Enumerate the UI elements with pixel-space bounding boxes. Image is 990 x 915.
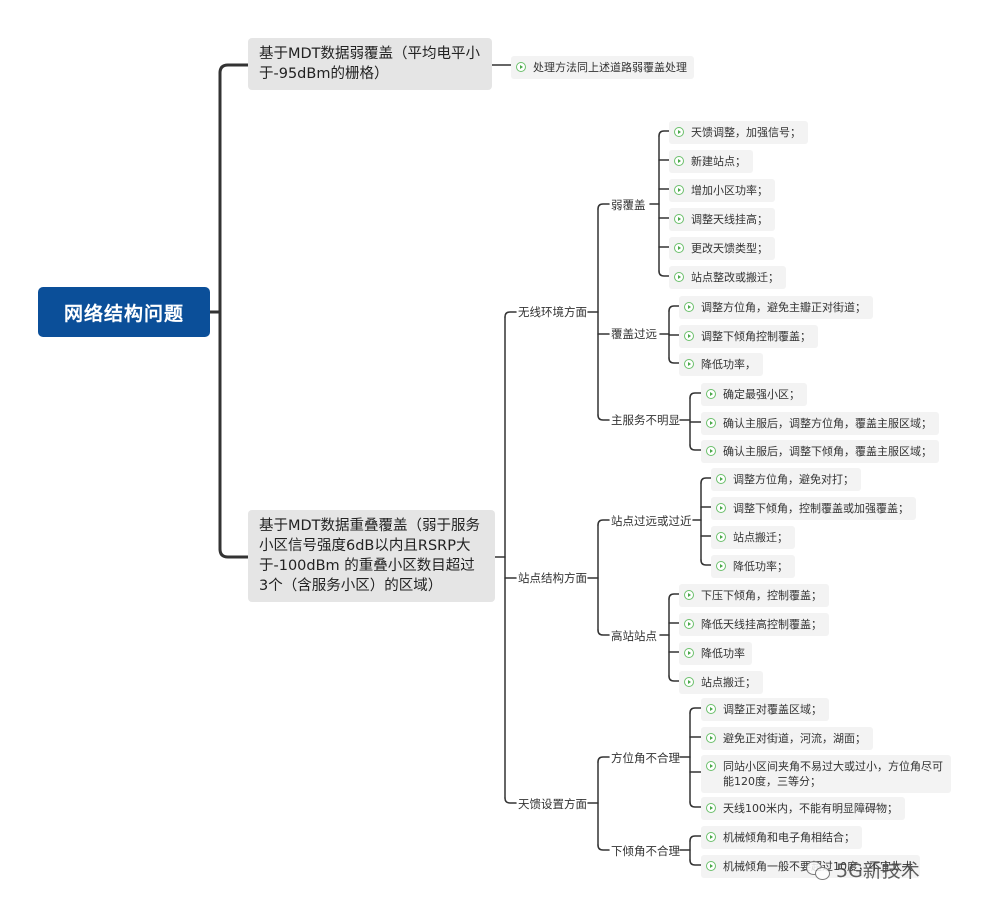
leaf-item[interactable]: 降低功率， <box>679 353 763 376</box>
branch-overlap-coverage-label: 基于MDT数据重叠覆盖（弱于服务小区信号强度6dB以内且RSRP大于-100dB… <box>259 518 481 594</box>
play-icon <box>706 733 716 743</box>
connector-line <box>689 835 702 842</box>
play-icon <box>706 803 716 813</box>
connector-line <box>689 707 702 714</box>
branch-weak-coverage-label: 基于MDT数据弱覆盖（平均电平小于-95dBm的栅格） <box>259 46 481 82</box>
connector-line <box>218 63 250 75</box>
connector-line <box>668 305 680 312</box>
leaf-item[interactable]: 机械倾角和电子角相结合； <box>701 826 862 849</box>
watermark: 5G新技术 <box>806 856 920 883</box>
root-node[interactable]: 网络结构问题 <box>38 287 210 337</box>
play-icon <box>684 648 694 658</box>
leaf-item[interactable]: 增加小区功率； <box>669 179 775 202</box>
connector-line <box>504 311 517 318</box>
leaf-item[interactable]: 确定最强小区； <box>701 383 807 406</box>
connector-line <box>700 477 712 484</box>
play-icon <box>716 474 726 484</box>
branch-overlap-coverage[interactable]: 基于MDT数据重叠覆盖（弱于服务小区信号强度6dB以内且RSRP大于-100dB… <box>248 510 495 602</box>
wechat-icon <box>806 860 830 880</box>
play-icon <box>674 272 684 282</box>
play-icon <box>684 302 694 312</box>
leaf-item[interactable]: 站点整改或搬迁； <box>669 266 786 289</box>
sub-azimuth[interactable]: 方位角不合理 <box>611 751 680 765</box>
leaf-item[interactable]: 避免正对街道，河流，湖面； <box>701 727 873 750</box>
play-icon <box>684 677 694 687</box>
leaf-item[interactable]: 下压下倾角，控制覆盖； <box>679 584 829 607</box>
sub-over-coverage[interactable]: 覆盖过远 <box>611 327 657 341</box>
connector-line <box>218 547 250 559</box>
group-antenna-setting[interactable]: 天馈设置方面 <box>518 797 587 811</box>
leaf-item[interactable]: 降低功率； <box>711 555 795 578</box>
leaf-item[interactable]: 调整方位角，避免对打； <box>711 468 861 491</box>
leaf-item[interactable]: 同站小区间夹角不易过大或过小，方位角尽可能120度，三等分； <box>701 755 951 793</box>
play-icon <box>706 418 716 428</box>
leaf-item[interactable]: 调整下倾角控制覆盖； <box>679 325 818 348</box>
play-icon <box>674 214 684 224</box>
play-icon <box>716 532 726 542</box>
leaf-item[interactable]: 调整方位角，避免主瓣正对街道； <box>679 296 873 319</box>
play-icon <box>706 389 716 399</box>
connector-line <box>504 797 517 804</box>
sub-site-distance[interactable]: 站点过远或过近 <box>611 514 692 528</box>
connector-line <box>597 629 610 636</box>
root-label: 网络结构问题 <box>63 302 184 325</box>
connector-line <box>597 844 610 851</box>
play-icon <box>706 832 716 842</box>
play-icon <box>706 761 716 771</box>
play-icon <box>684 619 694 629</box>
connector-line <box>658 130 670 137</box>
connector-line <box>668 675 680 682</box>
play-icon <box>684 331 694 341</box>
leaf-item[interactable]: 天线100米内，不能有明显障碍物； <box>701 797 905 820</box>
play-icon <box>706 446 716 456</box>
sub-weak-coverage[interactable]: 弱覆盖 <box>611 198 646 212</box>
connector-line <box>658 270 670 277</box>
connector-line <box>597 519 610 526</box>
connector-line <box>597 203 610 210</box>
connector-line <box>700 559 712 566</box>
leaf-item[interactable]: 确认主服后，调整方位角，覆盖主服区域； <box>701 412 939 435</box>
group-site-structure[interactable]: 站点结构方面 <box>518 571 587 585</box>
connector-line <box>597 414 610 421</box>
sub-high-site[interactable]: 高站站点 <box>611 629 657 643</box>
play-icon <box>516 62 526 72</box>
play-icon <box>674 127 684 137</box>
leaf-item[interactable]: 站点搬迁； <box>679 671 763 694</box>
connector-line <box>668 593 680 600</box>
play-icon <box>674 156 684 166</box>
connector-line <box>597 756 610 763</box>
connector-line <box>689 859 702 866</box>
play-icon <box>674 243 684 253</box>
connector-line <box>689 392 702 399</box>
play-icon <box>706 861 716 871</box>
leaf-item[interactable]: 降低功率 <box>679 642 752 665</box>
sub-no-dominant[interactable]: 主服务不明显 <box>611 413 680 427</box>
leaf-item[interactable]: 处理方法同上述道路弱覆盖处理 <box>511 56 694 79</box>
leaf-item[interactable]: 新建站点； <box>669 150 753 173</box>
branch-weak-coverage[interactable]: 基于MDT数据弱覆盖（平均电平小于-95dBm的栅格） <box>248 38 492 90</box>
leaf-item[interactable]: 站点搬迁； <box>711 526 795 549</box>
play-icon <box>674 185 684 195</box>
play-icon <box>684 590 694 600</box>
connector-line <box>689 444 702 451</box>
connector-line <box>689 801 702 808</box>
sub-downtilt[interactable]: 下倾角不合理 <box>611 844 680 858</box>
play-icon <box>706 704 716 714</box>
leaf-item[interactable]: 降低天线挂高控制覆盖； <box>679 613 829 636</box>
leaf-item[interactable]: 确认主服后，调整下倾角，覆盖主服区域； <box>701 440 939 463</box>
leaf-item[interactable]: 更改天馈类型； <box>669 237 775 260</box>
connector-line <box>668 357 680 364</box>
play-icon <box>684 359 694 369</box>
play-icon <box>716 561 726 571</box>
leaf-item[interactable]: 调整下倾角，控制覆盖或加强覆盖； <box>711 497 916 520</box>
group-wireless-env[interactable]: 无线环境方面 <box>518 305 587 319</box>
leaf-item[interactable]: 调整正对覆盖区域； <box>701 698 829 721</box>
play-icon <box>716 503 726 513</box>
leaf-item[interactable]: 天馈调整，加强信号； <box>669 121 808 144</box>
leaf-item[interactable]: 调整天线挂高； <box>669 208 775 231</box>
